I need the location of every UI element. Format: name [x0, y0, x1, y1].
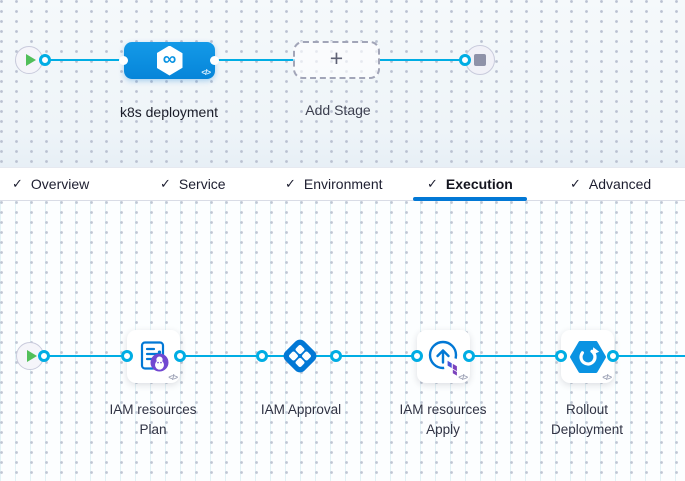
- connector-dot: [256, 350, 268, 362]
- tab-label: Service: [178, 176, 226, 192]
- step-name-label: IAM Approval: [260, 402, 342, 417]
- yaml-code-icon: </>: [602, 373, 612, 382]
- stage-graph-canvas[interactable]: ∞ </> + k8s deployment Add Stage: [0, 0, 685, 167]
- add-stage-button[interactable]: +: [293, 41, 380, 79]
- connector-dot: [459, 54, 471, 66]
- k8s-rollout-icon: [569, 340, 606, 373]
- play-icon: [26, 350, 37, 362]
- tab-label: Advanced: [588, 176, 652, 192]
- connector-line: [44, 355, 685, 357]
- cd-stage-hexagon-icon: ∞: [156, 45, 183, 76]
- connector-dot: [411, 350, 423, 362]
- check-icon: ✓: [12, 176, 23, 192]
- terraform-plan-icon: [140, 340, 168, 371]
- stop-icon: [474, 54, 486, 66]
- play-icon: [25, 54, 36, 66]
- connector-dot: [330, 350, 342, 362]
- tab-overview[interactable]: ✓ Overview: [12, 168, 89, 200]
- tab-environment[interactable]: ✓ Environment: [285, 168, 383, 200]
- connector-dot: [463, 350, 475, 362]
- yaml-code-icon: </>: [201, 68, 211, 77]
- tab-label: Overview: [30, 176, 90, 192]
- step-name-label: IAM resources Plan: [109, 402, 197, 437]
- tab-advanced[interactable]: ✓ Advanced: [570, 168, 651, 200]
- active-tab-indicator: [413, 197, 527, 201]
- tab-execution[interactable]: ✓ Execution: [413, 168, 527, 201]
- check-icon: ✓: [160, 176, 171, 192]
- step-node-rollout-deployment[interactable]: </>: [561, 330, 614, 383]
- connector-dot: [119, 56, 128, 65]
- connector-dot: [121, 350, 133, 362]
- stage-pipeline-start-node[interactable]: [15, 46, 43, 74]
- step-name-label: IAM resources Apply: [399, 402, 487, 437]
- terraform-apply-icon: [428, 340, 461, 376]
- step-node-iam-resources-plan[interactable]: </>: [127, 330, 180, 383]
- check-icon: ✓: [570, 176, 581, 192]
- connector-line: [378, 59, 465, 61]
- stage-name-label: k8s deployment: [119, 104, 219, 120]
- connector-line: [213, 59, 295, 61]
- step-name-label: Rollout Deployment: [550, 402, 624, 437]
- check-icon: ✓: [427, 176, 438, 192]
- connector-dot: [555, 350, 567, 362]
- add-stage-label: Add Stage: [305, 102, 371, 118]
- step-node-iam-resources-apply[interactable]: </>: [417, 330, 470, 383]
- connector-dot: [174, 350, 186, 362]
- connector-dot: [38, 350, 50, 362]
- connector-dot: [210, 56, 219, 65]
- yaml-code-icon: </>: [168, 373, 178, 382]
- infinity-icon: ∞: [162, 48, 177, 70]
- execution-graph-canvas[interactable]: </>: [0, 201, 685, 481]
- tab-label: Environment: [303, 176, 383, 192]
- connector-dot: [39, 54, 51, 66]
- harness-approval-icon: [278, 334, 322, 378]
- stage-node-k8s-deployment[interactable]: ∞ </>: [124, 42, 215, 79]
- tab-label: Execution: [445, 176, 513, 192]
- check-icon: ✓: [285, 176, 296, 192]
- connector-dot: [607, 350, 619, 362]
- tab-service[interactable]: ✓ Service: [160, 168, 226, 200]
- stage-config-tabbar: ✓ Overview ✓ Service ✓ Environment ✓ Exe…: [0, 167, 685, 201]
- yaml-code-icon: </>: [458, 373, 468, 382]
- plus-icon: +: [329, 45, 344, 71]
- connector-line: [45, 59, 126, 61]
